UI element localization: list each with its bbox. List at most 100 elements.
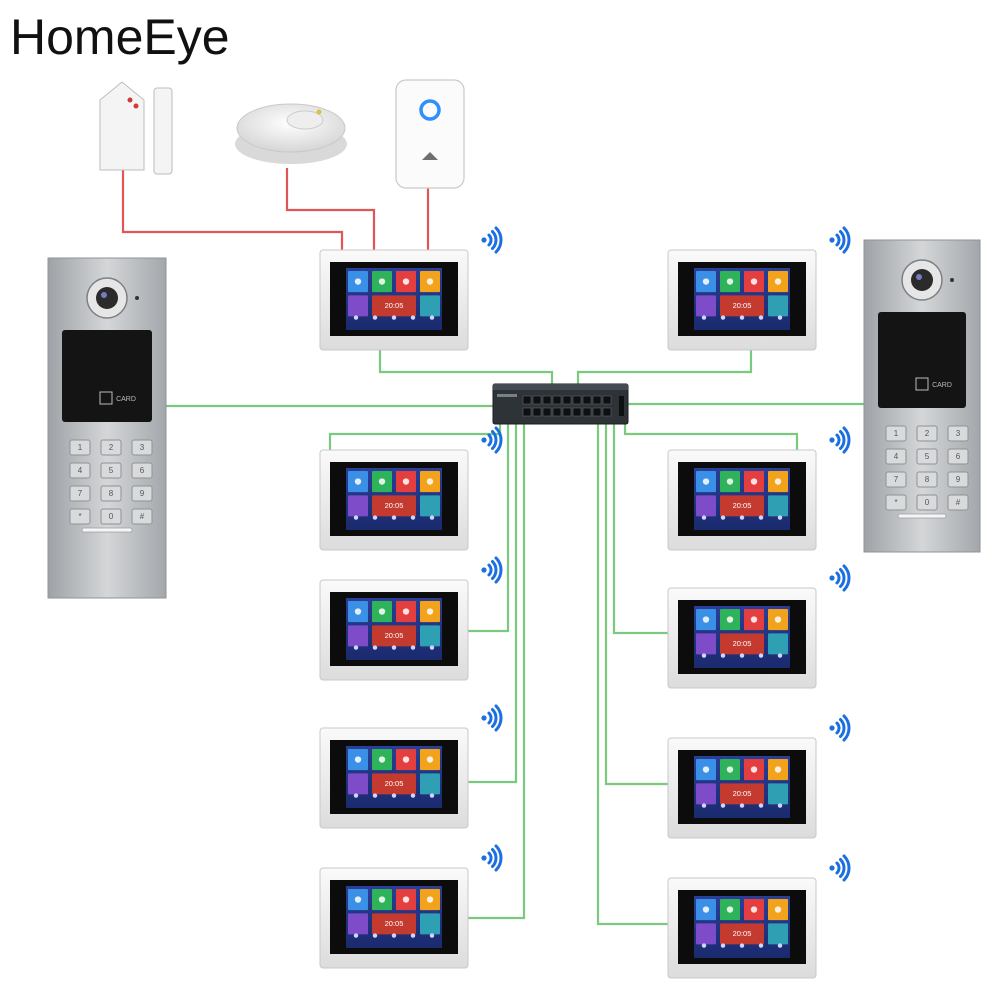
dock-icon: [372, 933, 378, 938]
dock-icon: [372, 515, 378, 520]
keypad-key[interactable]: [885, 494, 907, 511]
keypad-key[interactable]: [916, 425, 938, 442]
keypad-key[interactable]: [947, 425, 969, 442]
keypad-key[interactable]: [69, 485, 91, 502]
dock-icon: [391, 933, 397, 938]
ethernet-port: [602, 407, 612, 417]
wifi-arc: [494, 844, 503, 872]
dock-icon: [429, 515, 435, 520]
menu-tile: [348, 495, 368, 517]
speaker-slot: [897, 513, 947, 519]
wifi-arc: [835, 233, 841, 247]
keypad-key[interactable]: [131, 485, 153, 502]
smoke-detector-icon[interactable]: [235, 103, 347, 164]
keypad-key[interactable]: [100, 508, 122, 525]
connection-monitor-5-to-poe-switch: [468, 424, 510, 633]
ethernet-port: [542, 407, 552, 417]
wifi-arc: [490, 230, 498, 250]
keypad-key[interactable]: [885, 448, 907, 465]
door-sensor-icon[interactable]: [99, 81, 173, 175]
doorbell-ring: [419, 99, 441, 121]
dock-icon: [720, 515, 726, 520]
poe-switch-icon[interactable]: [492, 383, 629, 425]
wifi-icon: [481, 226, 503, 254]
indoor-monitor-icon-monitor-7[interactable]: 20:05: [319, 727, 469, 829]
keypad-key[interactable]: [885, 471, 907, 488]
sensor-led: [127, 97, 133, 103]
keypad-key-label: 7: [894, 475, 899, 484]
keypad-key[interactable]: [100, 485, 122, 502]
keypad-key[interactable]: [69, 508, 91, 525]
keypad-key[interactable]: [916, 494, 938, 511]
dock-icon: [777, 943, 783, 948]
keypad-key[interactable]: [947, 448, 969, 465]
indoor-monitor-icon-monitor-3[interactable]: 20:05: [319, 449, 469, 551]
menu-tile-icon: [378, 478, 386, 485]
sensor-led: [133, 103, 139, 109]
indoor-monitor-icon-monitor-6[interactable]: 20:05: [667, 587, 817, 689]
keypad-key[interactable]: [131, 462, 153, 479]
wifi-arc: [835, 433, 841, 447]
wifi-arc: [487, 851, 493, 865]
keypad-key[interactable]: [69, 439, 91, 456]
connection-monitor-8-to-poe-switch: [604, 424, 668, 786]
keypad-key[interactable]: [131, 439, 153, 456]
wifi-dot: [829, 437, 835, 443]
keypad-key[interactable]: [916, 448, 938, 465]
wifi-icon: [829, 426, 851, 454]
keypad-key-label: 4: [894, 452, 899, 461]
monitor-clock: 20:05: [385, 779, 404, 788]
keypad-key-label: 6: [140, 466, 145, 475]
keypad-key[interactable]: [131, 508, 153, 525]
dock-icon: [429, 793, 435, 798]
dock-icon: [701, 515, 707, 520]
indoor-monitor-icon-monitor-5[interactable]: 20:05: [319, 579, 469, 681]
doorbell-button-icon[interactable]: [395, 79, 465, 189]
dock-icon: [353, 933, 359, 938]
indoor-monitor-icon-monitor-8[interactable]: 20:05: [667, 737, 817, 839]
keypad-key-label: #: [956, 498, 961, 507]
wifi-dot: [829, 865, 835, 871]
connection-smoke-detector-to-monitor-1: [285, 168, 376, 250]
ethernet-port: [532, 395, 542, 405]
dock-icon: [777, 653, 783, 658]
wifi-icon: [481, 426, 503, 454]
keypad-key[interactable]: [100, 439, 122, 456]
keypad-key[interactable]: [916, 471, 938, 488]
wifi-dot: [829, 725, 835, 731]
indoor-monitor-icon-monitor-9[interactable]: 20:05: [319, 867, 469, 969]
ethernet-port: [592, 395, 602, 405]
ethernet-port: [522, 395, 532, 405]
wifi-arc: [494, 556, 503, 584]
menu-tile-icon: [750, 766, 758, 773]
mic-hole: [135, 296, 139, 300]
display-window: [62, 330, 152, 422]
menu-tile-icon: [750, 906, 758, 913]
wifi-arc: [838, 230, 846, 250]
dock-icon: [410, 933, 416, 938]
ethernet-port: [522, 407, 532, 417]
indoor-monitor-icon-monitor-2[interactable]: 20:05: [667, 249, 817, 351]
keypad-key[interactable]: [947, 471, 969, 488]
dock-icon: [391, 515, 397, 520]
wifi-arc: [487, 433, 493, 447]
keypad-key-label: 6: [956, 452, 961, 461]
monitor-clock: 20:05: [385, 919, 404, 928]
keypad-key[interactable]: [947, 494, 969, 511]
card-label: CARD: [116, 396, 136, 403]
wifi-arc: [490, 560, 498, 580]
wifi-arc: [490, 430, 498, 450]
menu-tile-icon: [750, 616, 758, 623]
dock-icon: [739, 803, 745, 808]
wifi-arc: [487, 563, 493, 577]
keypad-key[interactable]: [885, 425, 907, 442]
menu-tile: [768, 633, 788, 655]
keypad-key[interactable]: [100, 462, 122, 479]
indoor-monitor-icon-monitor-10[interactable]: 20:05: [667, 877, 817, 979]
indoor-monitor-icon-monitor-4[interactable]: 20:05: [667, 449, 817, 551]
wifi-arc: [842, 426, 851, 454]
indoor-monitor-icon-monitor-1[interactable]: 20:05: [319, 249, 469, 351]
keypad-key[interactable]: [69, 462, 91, 479]
